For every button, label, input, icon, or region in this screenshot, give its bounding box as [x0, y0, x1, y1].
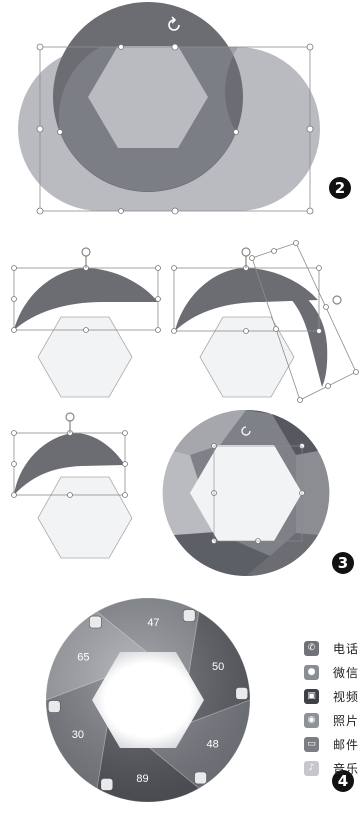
legend-label: 音乐 — [333, 760, 359, 777]
rotate-handle-icon[interactable] — [82, 248, 90, 268]
music-icon: ♪ — [304, 761, 319, 776]
panel-step-2 — [18, 2, 320, 214]
ring-sector-value: 48 — [207, 739, 219, 751]
ring-chart: 47 50 48 89 30 65 — [46, 598, 250, 802]
ring-sector-value: 47 — [147, 617, 159, 629]
photo-icon — [101, 778, 113, 790]
legend: ✆ 电话 ● 微信 ▣ 视频 ◉ 照片 ▭ 邮件 ♪ 音乐 — [304, 636, 359, 780]
mail-icon: ▭ — [304, 737, 319, 752]
legend-item: ● 微信 — [304, 660, 359, 684]
phone-icon: ✆ — [304, 641, 319, 656]
message-icon — [89, 616, 101, 628]
panel-step-3-b — [172, 241, 359, 403]
legend-item: ✆ 电话 — [304, 636, 359, 660]
video-icon: ▣ — [304, 689, 319, 704]
legend-item: ▭ 邮件 — [304, 732, 359, 756]
phone-icon — [183, 610, 195, 622]
legend-label: 照片 — [333, 712, 359, 729]
legend-item: ♪ 音乐 — [304, 756, 359, 780]
panel-step-3-d — [163, 410, 330, 576]
legend-item: ▣ 视频 — [304, 684, 359, 708]
legend-label: 微信 — [333, 664, 359, 681]
ring-sector-value: 89 — [136, 773, 148, 785]
mail-icon — [195, 772, 207, 784]
hexagon-outline-shape — [38, 477, 132, 558]
message-icon: ● — [304, 665, 319, 680]
panel-step-3-a — [12, 248, 161, 397]
legend-label: 邮件 — [333, 736, 359, 753]
legend-item: ◉ 照片 — [304, 708, 359, 732]
legend-label: 视频 — [333, 688, 359, 705]
photo-icon: ◉ — [304, 713, 319, 728]
music-icon — [236, 687, 248, 699]
ring-sector-value: 65 — [77, 651, 89, 663]
ring-sector-value: 50 — [212, 661, 224, 673]
step-badge-3: 3 — [332, 552, 354, 574]
panel-step-3-c — [12, 413, 133, 558]
video-icon — [48, 701, 60, 713]
legend-label: 电话 — [333, 640, 359, 657]
rotate-handle-icon[interactable] — [66, 413, 74, 433]
step-badge-2: 2 — [329, 177, 351, 199]
ring-sector-value: 30 — [72, 729, 84, 741]
